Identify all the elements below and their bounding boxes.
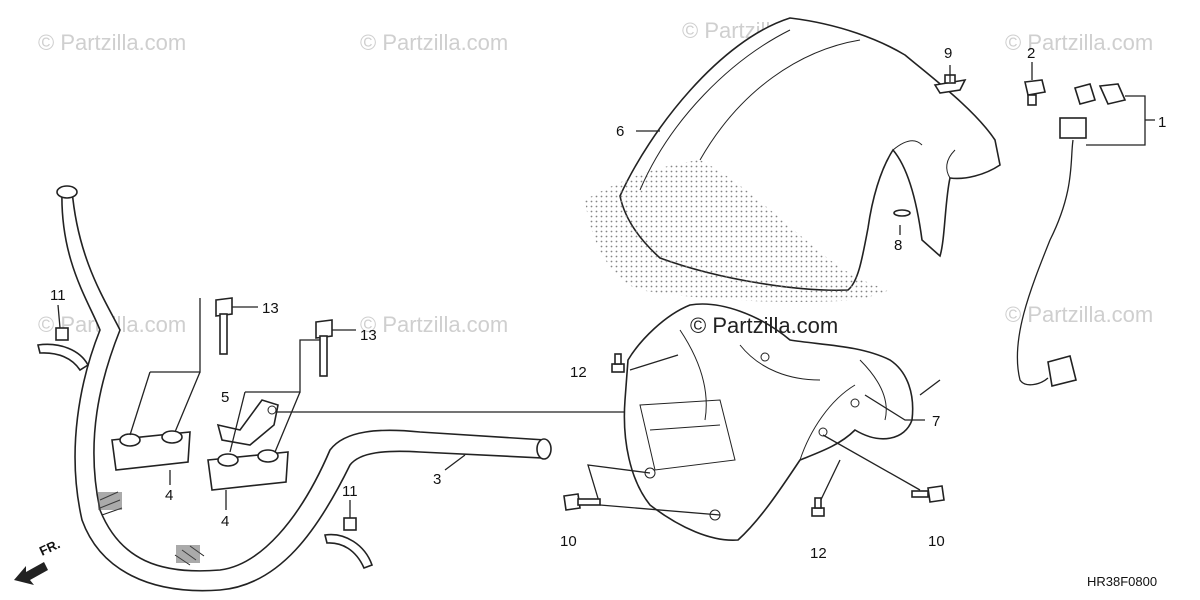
callout-5: 5 [221,389,229,406]
watermark: © Partzilla.com [360,312,508,337]
part-4-holder-right [207,449,289,491]
part-8-grommet [893,209,911,217]
part-2-nut [1024,79,1046,106]
callout-13: 13 [262,300,279,317]
callout-1: 1 [1158,114,1166,131]
part-11-band-right [324,517,374,570]
part-5-bracket [216,399,279,446]
watermark: © Partzilla.com [1005,30,1153,55]
callout-11: 11 [50,287,66,304]
callout-7: 7 [932,413,940,430]
part-10-bolts [563,485,945,511]
watermark: © Partzilla.com [38,30,186,55]
part-1-ignition-switch [1016,83,1155,387]
callout-12: 12 [810,545,827,562]
part-7-lower-cover [623,303,914,541]
watermarks: © Partzilla.com © Partzilla.com © Partzi… [38,18,1153,337]
part-6-upper-cover [585,17,1001,302]
diagram-code: HR38F0800 [1087,574,1157,589]
callout-10: 10 [928,533,945,550]
callout-12: 12 [570,364,587,381]
watermark: © Partzilla.com [1005,302,1153,327]
watermark-main: © Partzilla.com [690,313,838,338]
callout-4: 4 [221,513,229,530]
callout-8: 8 [894,237,902,254]
callout-4: 4 [165,487,173,504]
callout-11: 11 [342,483,358,500]
callout-3: 3 [433,471,441,488]
part-11-band-left [37,327,90,372]
callout-2: 2 [1027,45,1035,62]
watermark: © Partzilla.com [360,30,508,55]
callout-9: 9 [944,45,952,62]
part-12-screws [611,353,825,517]
leader-lines [57,62,1033,518]
callouts: 1 2 3 4 4 5 6 7 8 9 10 10 11 11 12 12 13… [50,45,1166,562]
callout-10: 10 [560,533,577,550]
arrow-icon [14,562,48,585]
part-4-holder-left [111,430,191,471]
part-3-handlebar [56,185,552,592]
front-arrow: FR. [14,536,62,585]
part-13-bolts [215,297,333,377]
front-label: FR. [37,536,62,558]
callout-13: 13 [360,327,377,344]
callout-6: 6 [616,123,624,140]
